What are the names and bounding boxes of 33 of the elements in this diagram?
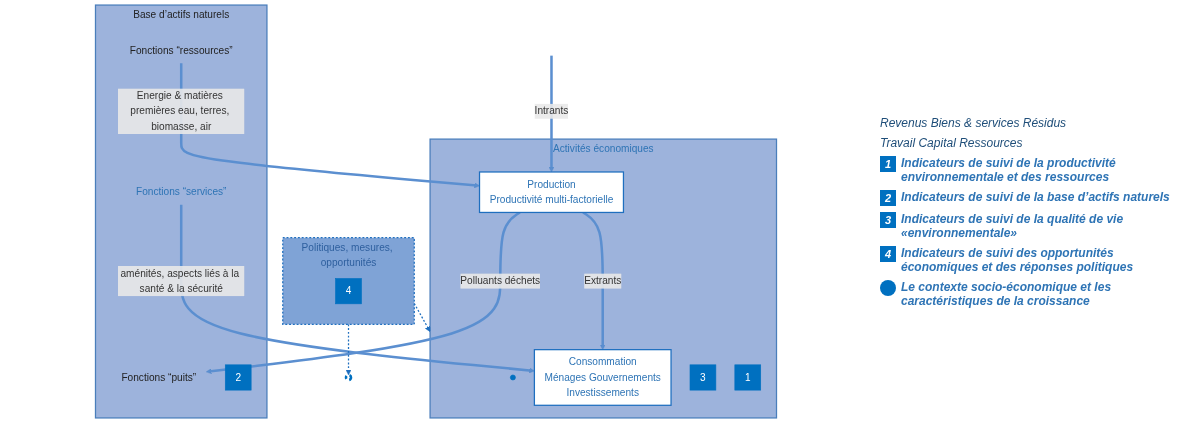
node-circle xyxy=(344,373,353,382)
node-box: Production Productivité multi-factorielle xyxy=(478,171,625,214)
node-box: Consommation Ménages Gouvernements Investissements xyxy=(533,349,672,406)
node-box: 3 xyxy=(689,364,717,391)
node-text: Fonctions “ressources” xyxy=(129,44,233,56)
node-text: Fonctions “services” xyxy=(135,186,227,198)
node-circle xyxy=(510,374,516,381)
edge-label: Polluants déchets xyxy=(460,275,541,287)
arrow xyxy=(582,211,606,350)
legend-text: Indicateurs de suivi de la qualité de vie «environnementale» xyxy=(901,211,1125,240)
node-text: Fonctions “puits” xyxy=(121,371,197,383)
legend-text: Indicateurs de suivi de la base d’actifs naturels xyxy=(901,189,1170,204)
note-text: Travail Capital Ressources xyxy=(880,135,1024,150)
arrow xyxy=(206,211,521,374)
node-box: 4 xyxy=(335,278,362,305)
arrow xyxy=(179,63,480,189)
arrow xyxy=(179,204,535,374)
note-text: Revenus Biens & services Résidus xyxy=(880,115,1068,130)
edge-label: Extrants xyxy=(584,275,622,287)
edge-label: aménités, aspects liés à la santé & la sécurité xyxy=(120,267,240,294)
legend-number: 4 xyxy=(880,245,896,262)
edge-label: Intrants xyxy=(534,105,569,117)
legend-text: Indicateurs de suivi des opportunités économiques et des réponses politiques xyxy=(901,245,1135,274)
legend-number: 2 xyxy=(880,189,896,206)
legend-number: 1 xyxy=(880,155,896,172)
arrow xyxy=(548,55,555,173)
arrow xyxy=(345,323,352,376)
legend-text: Le contexte socio-économique et les caractéristiques de la croissance xyxy=(901,279,1113,308)
node-box: 1 xyxy=(734,364,761,391)
node-box: 2 xyxy=(224,364,252,391)
legend-text: Indicateurs de suivi de la productivité environnementale et des ressources xyxy=(901,155,1117,184)
edge-label: Energie & matières premières eau, terres, biomasse, air xyxy=(130,90,230,132)
legend-number: 3 xyxy=(880,211,896,228)
